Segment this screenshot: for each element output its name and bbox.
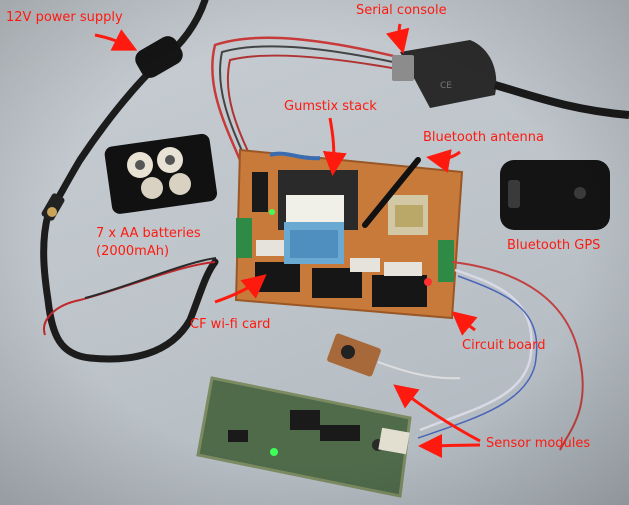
- label-batteries-capacity: (2000mAh): [96, 244, 170, 259]
- label-circuit-board: Circuit board: [462, 338, 546, 353]
- label-cf-wifi-card: CF wi-fi card: [190, 317, 271, 332]
- label-batteries: 7 x AA batteries: [96, 226, 201, 241]
- label-gumstix-stack: Gumstix stack: [284, 99, 377, 114]
- label-sensor-modules: Sensor modules: [486, 436, 591, 451]
- label-bluetooth-gps: Bluetooth GPS: [507, 238, 601, 253]
- label-12v-power-supply: 12V power supply: [6, 10, 123, 25]
- label-serial-console: Serial console: [356, 3, 447, 18]
- label-bluetooth-antenna: Bluetooth antenna: [423, 130, 544, 145]
- annotation-arrows: [94, 23, 481, 458]
